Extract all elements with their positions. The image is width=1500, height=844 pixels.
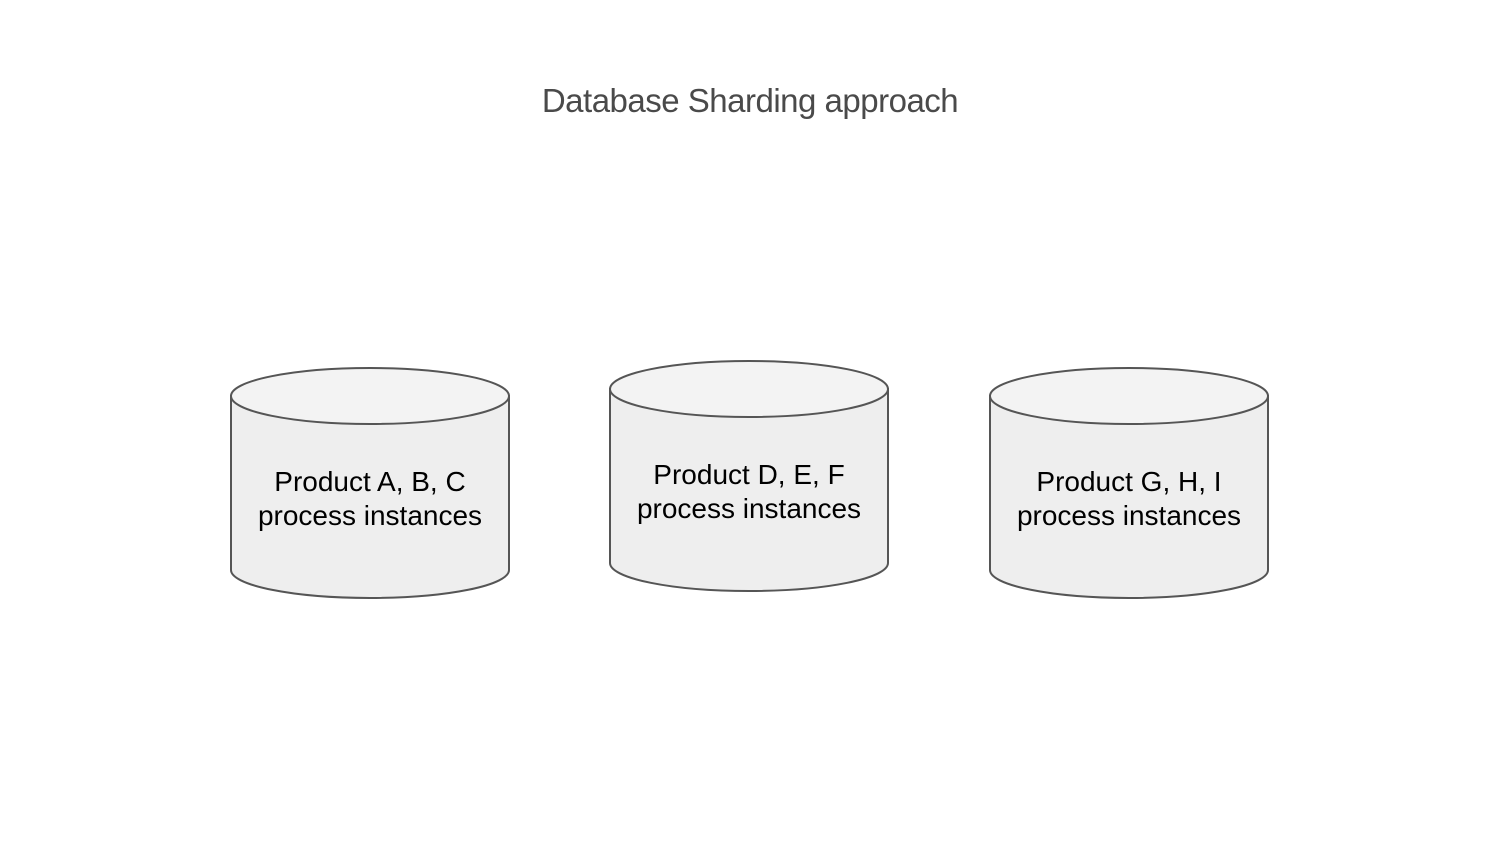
diagram-title: Database Sharding approach: [541, 82, 959, 119]
database-cylinder-top: [230, 367, 510, 425]
shard-3-label-line1: Product G, H, I: [1036, 466, 1221, 497]
database-cylinder-body: [230, 395, 510, 599]
database-cylinder-top: [989, 367, 1269, 425]
shard-3-label-line2: process instances: [1017, 500, 1241, 531]
database-cylinder-body: [609, 388, 889, 592]
database-shard-2: Product D, E, F process instances: [609, 360, 889, 592]
shard-2-label-line1: Product D, E, F: [653, 459, 844, 490]
database-shard-3: Product G, H, I process instances: [989, 367, 1269, 599]
shard-1-label-line2: process instances: [258, 500, 482, 531]
database-shard-1: Product A, B, C process instances: [230, 367, 510, 599]
shard-1-label-line1: Product A, B, C: [274, 466, 465, 497]
shard-2-label-line2: process instances: [637, 493, 861, 524]
database-cylinder-top: [609, 360, 889, 418]
database-cylinder-body: [989, 395, 1269, 599]
